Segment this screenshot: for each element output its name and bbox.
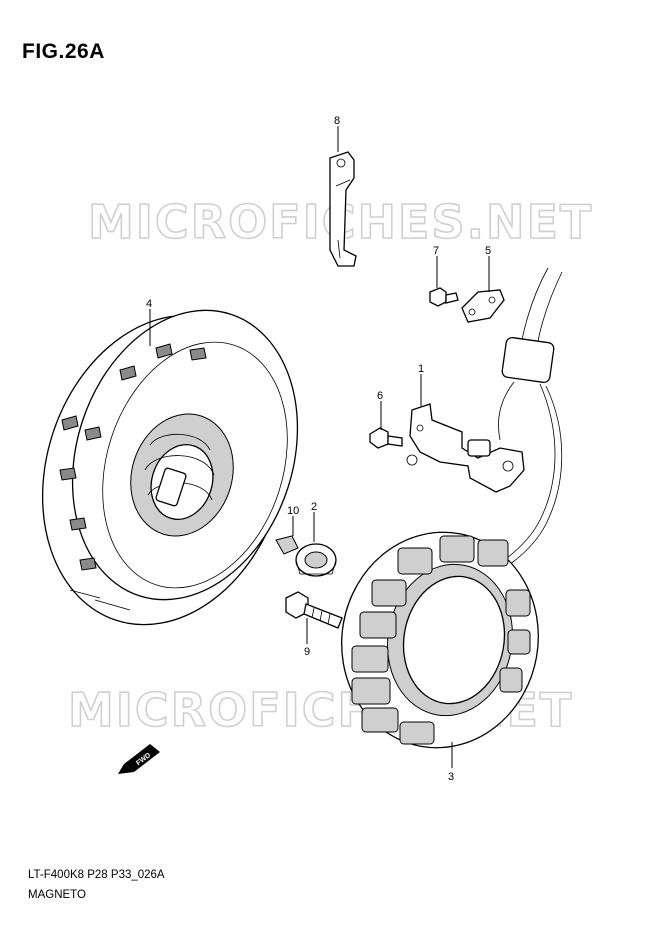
- part-1-bracket[interactable]: [406, 403, 525, 493]
- figure-title: FIG.26A: [22, 40, 105, 63]
- callout-3: 3: [448, 771, 454, 783]
- callout-8: 8: [334, 115, 340, 127]
- part-10-key[interactable]: [275, 535, 299, 555]
- figure-name: MAGNETO: [28, 889, 86, 901]
- part-2-nut[interactable]: [295, 543, 337, 577]
- callout-4: 4: [146, 298, 152, 310]
- part-9-bolt[interactable]: [285, 591, 343, 629]
- callout-10: 10: [287, 505, 299, 517]
- callout-5: 5: [485, 245, 491, 257]
- part-5-plate[interactable]: [461, 289, 505, 323]
- callout-2: 2: [311, 501, 317, 513]
- forward-direction-arrow: FWD: [118, 744, 160, 774]
- callout-1: 1: [418, 363, 424, 375]
- figure-code: LT-F400K8 P28 P33_026A: [28, 869, 165, 881]
- part-8-clamp[interactable]: [329, 151, 357, 267]
- callout-6: 6: [377, 390, 383, 402]
- part-6-bolt[interactable]: [369, 427, 403, 449]
- part-3-stator[interactable]: [325, 267, 563, 763]
- part-7-bolt[interactable]: [429, 287, 459, 307]
- part-4-flywheel-rotor[interactable]: [4, 281, 333, 657]
- callout-9: 9: [304, 646, 310, 658]
- leader-lines: [149, 126, 490, 768]
- callout-7: 7: [433, 245, 439, 257]
